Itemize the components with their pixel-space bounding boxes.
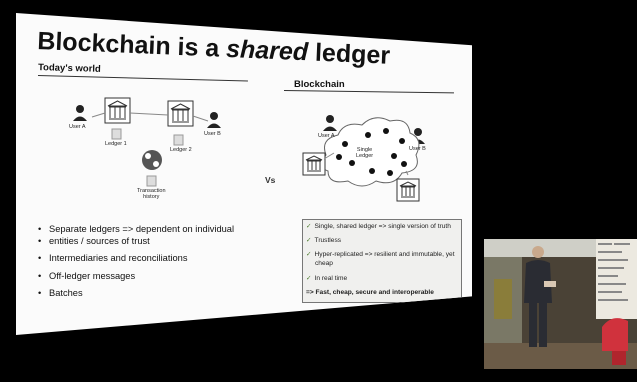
bank-icon [396,178,420,202]
speaker-video-frame [484,239,637,369]
presentation-slide: Blockchain is a shared ledger Today's wo… [16,13,472,335]
user-a-label: User A [69,124,86,130]
check-item: ✓Trustless [306,237,342,244]
benefits-box: ✓Single, shared ledger => single version… [302,219,462,303]
gears-icon [142,150,162,170]
check-item: ✓Single, shared ledger => single version… [306,223,451,230]
user-b-label: User B [204,131,221,137]
blockchain-user-b-label: User B [409,146,426,152]
speaker-body [524,260,552,303]
check-item: ✓In real time [306,275,348,282]
link-lines [91,112,209,122]
conclusion-line: => Fast, cheap, secure and interoperable [306,289,434,296]
bullet-item: Separate ledgers => dependent on individ… [38,224,234,234]
check-item-continuation: cheap [315,260,333,267]
link-lines [323,152,409,176]
ledger-2-label: Ledger 2 [170,147,192,153]
channel-logo [612,351,626,365]
speaker-head [532,246,544,258]
check-item: ✓Hyper-replicated => resilient and immut… [306,251,455,258]
cloud-network-icon [321,117,420,187]
versus-label: Vs [265,175,276,185]
slide-page-number: 2 [448,300,451,306]
bank-icon [302,152,326,176]
speaker-video [484,239,637,369]
bullet-item: Intermediaries and reconciliations [38,253,187,263]
right-heading: Blockchain [294,79,345,90]
ledger-1-label: Ledger 1 [105,141,127,147]
user-icon [323,115,337,131]
bullet-item-continuation: entities / sources of trust [38,236,150,246]
user-icon [207,112,221,128]
bullet-item: Off-ledger messages [38,271,135,281]
todays-world-diagram [73,97,425,202]
document-icon [111,128,184,187]
blockchain-user-a-label: User A [318,133,335,139]
bank-icon [104,97,131,124]
bullet-item: Batches [38,288,82,298]
red-chair [602,318,628,351]
user-icon [73,105,87,121]
bank-icon [167,100,194,127]
